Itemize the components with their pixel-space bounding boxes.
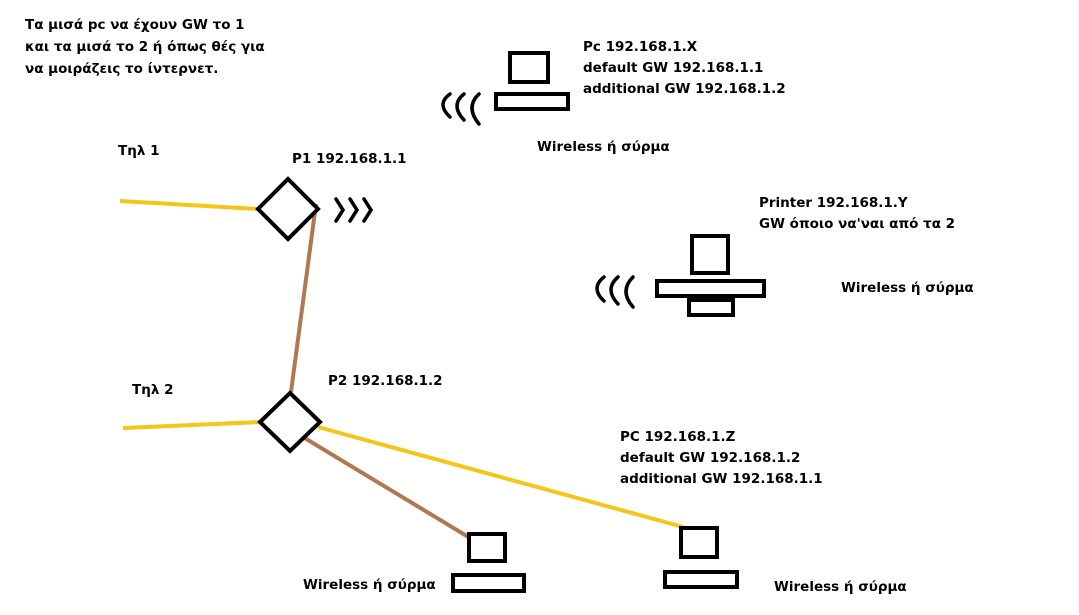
- bottom-pc-icon: [451, 532, 526, 593]
- wireless-waves-printer-icon: [595, 275, 635, 309]
- pc-x-default-gw-label: default GW 192.168.1.1: [583, 60, 764, 76]
- pc-z-ip-label: PC 192.168.1.Z: [620, 429, 736, 445]
- router-p2-label: P2 192.168.1.2: [328, 373, 443, 389]
- cable-p2-bottom-pc: [301, 435, 472, 540]
- printer-ip-label: Printer 192.168.1.Y: [759, 195, 908, 211]
- line-1-label: Τηλ 1: [118, 143, 160, 159]
- yellow-link-p2-pc-z: [317, 425, 684, 529]
- wireless-waves-pc-x-icon: [441, 92, 481, 126]
- bottom-pc-connection-label: Wireless ή σύρμα: [303, 577, 436, 593]
- phone-line-1: [119, 199, 259, 211]
- pc-z-connection-label: Wireless ή σύρμα: [774, 579, 907, 595]
- note-line-2: και τα μισά το 2 ή όπως θές για: [25, 39, 265, 55]
- phone-line-2: [122, 420, 261, 430]
- pc-x-connection-label: Wireless ή σύρμα: [537, 139, 670, 155]
- wireless-waves-p1-icon: [334, 197, 374, 223]
- pc-x-additional-gw-label: additional GW 192.168.1.2: [583, 81, 786, 97]
- router-p1-icon: [255, 176, 321, 242]
- cable-p1-p2: [289, 203, 318, 393]
- pc-z-default-gw-label: default GW 192.168.1.2: [620, 450, 801, 466]
- printer-connection-label: Wireless ή σύρμα: [841, 280, 974, 296]
- router-p2-icon: [257, 390, 323, 454]
- note-line-1: Τα μισά pc να έχουν GW το 1: [25, 17, 245, 33]
- printer-gw-label: GW όποιο να'ναι από τα 2: [759, 216, 956, 232]
- router-p1-label: P1 192.168.1.1: [292, 151, 407, 167]
- note-line-3: να μοιράζεις το ίντερνετ.: [25, 61, 219, 77]
- pc-x-ip-label: Pc 192.168.1.X: [583, 39, 698, 55]
- pc-z-additional-gw-label: additional GW 192.168.1.1: [620, 471, 823, 487]
- pc-x-icon: [494, 51, 570, 111]
- line-2-label: Τηλ 2: [132, 382, 174, 398]
- printer-icon: [655, 234, 766, 317]
- pc-z-icon: [663, 526, 739, 589]
